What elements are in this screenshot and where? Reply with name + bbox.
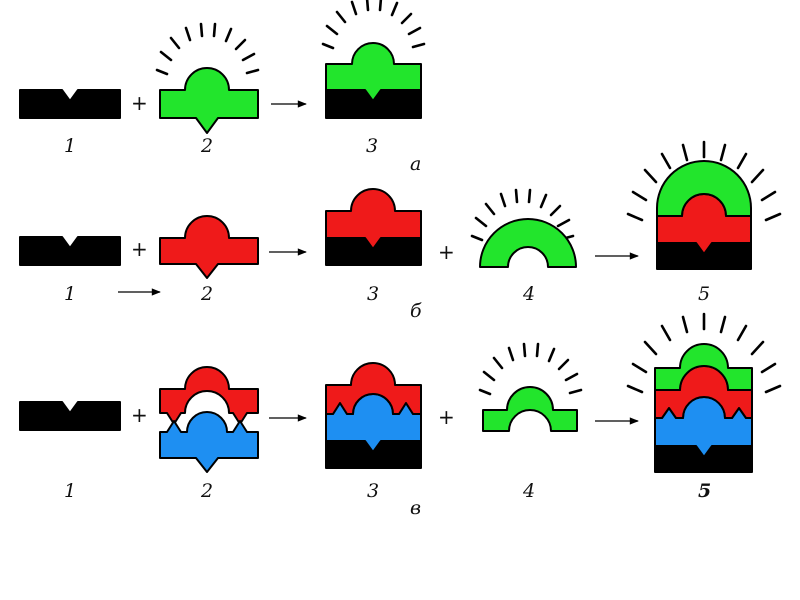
label-1: 1 (64, 480, 76, 502)
plus-sign: + (131, 91, 148, 115)
row-label-c: в (410, 497, 421, 519)
label-5: 5 (698, 480, 711, 502)
label-4: 4 (522, 480, 535, 502)
label-2: 2 (200, 135, 213, 157)
rays-icon (321, 0, 426, 50)
red-layer-c2 (159, 366, 259, 425)
blue-layer-c2 (159, 411, 259, 473)
label-3: 3 (367, 283, 379, 305)
rays-icon (155, 22, 260, 76)
row-c: + + 1 2 3 в 4 5 (19, 312, 782, 519)
substrate-b1 (19, 236, 121, 266)
stack-c5 (654, 343, 753, 473)
label-3: 3 (366, 135, 378, 157)
row-b: + + 1 2 3 б 4 5 (19, 140, 782, 322)
label-4: 4 (522, 283, 535, 305)
plus-sign: + (131, 403, 148, 427)
green-layer-a2 (159, 67, 259, 134)
stack-a3 (325, 42, 422, 119)
label-5: 5 (698, 283, 710, 305)
label-2: 2 (200, 480, 213, 502)
label-3: 3 (367, 480, 379, 502)
stack-b3 (325, 188, 422, 266)
stack-b5 (656, 160, 752, 270)
row-label-a: а (410, 153, 421, 175)
row-a: + 1 2 3 а (19, 0, 426, 175)
substrate-c1 (19, 401, 121, 431)
label-1: 1 (64, 283, 76, 305)
label-1: 1 (64, 135, 76, 157)
plus-sign: + (438, 405, 455, 429)
plus-sign: + (438, 240, 455, 264)
plus-sign: + (131, 237, 148, 261)
label-2: 2 (200, 283, 213, 305)
red-layer-b2 (159, 215, 259, 279)
green-arch-c4 (482, 386, 578, 432)
substrate-a1 (19, 89, 121, 119)
stack-c3 (325, 362, 422, 469)
green-arch-b4 (479, 218, 577, 268)
row-label-b: б (410, 300, 422, 322)
